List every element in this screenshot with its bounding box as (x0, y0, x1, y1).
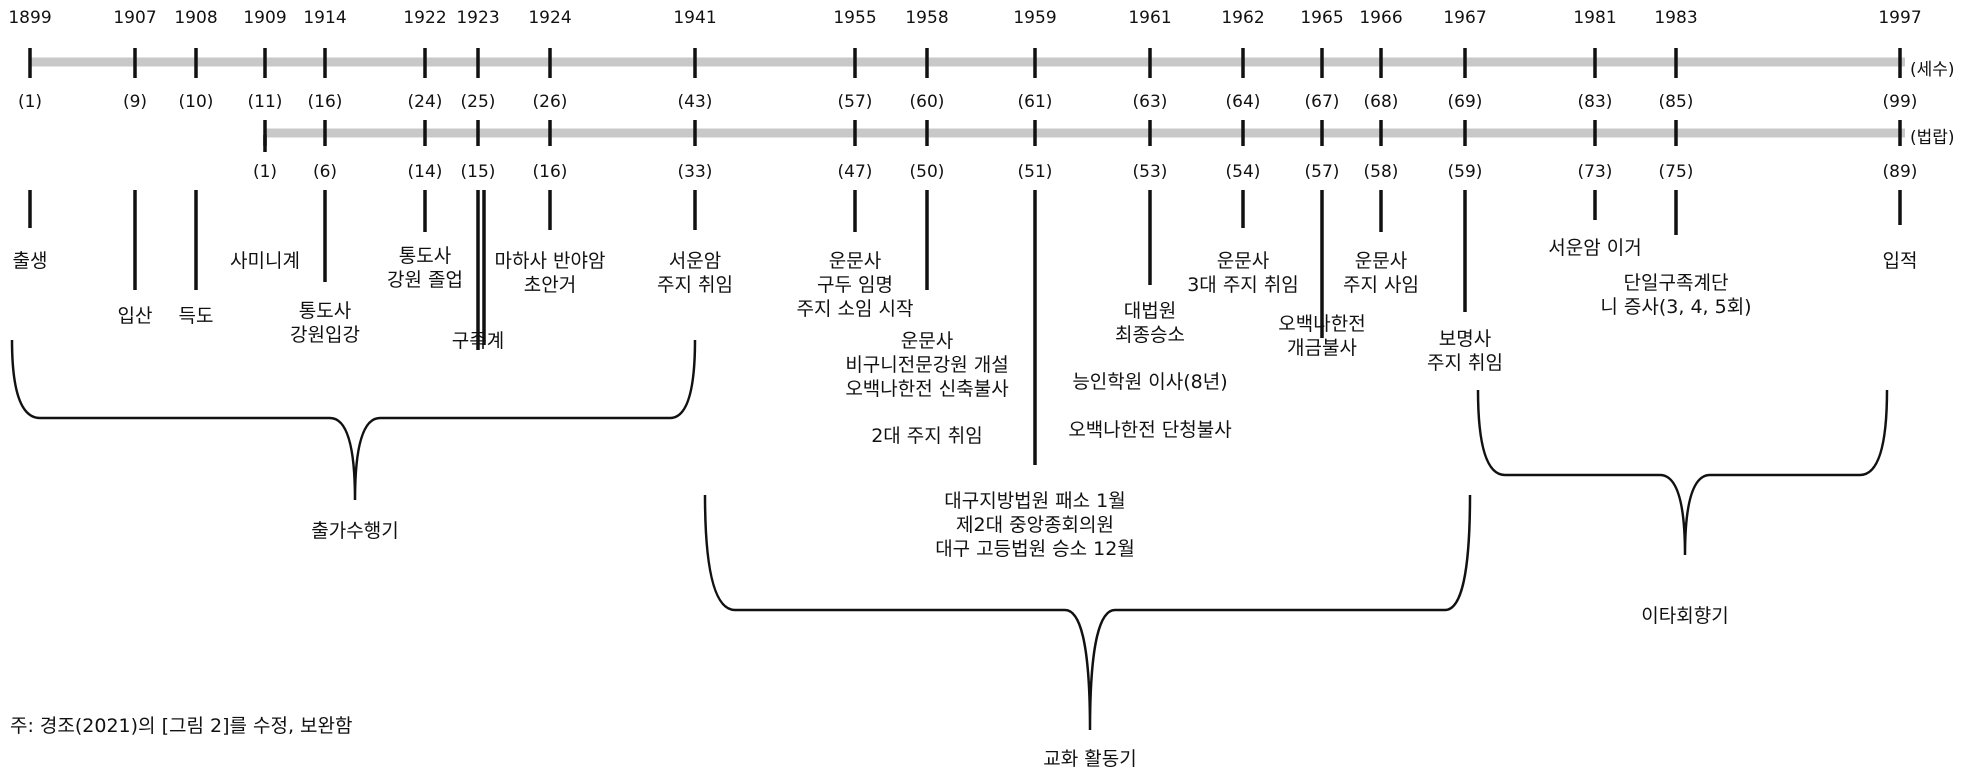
age-label: (60) (909, 92, 945, 112)
year-label: 1981 (1573, 8, 1617, 28)
dharma-label: (14) (407, 162, 443, 182)
dharma-label: (6) (312, 162, 338, 182)
event-label: 출생 (12, 250, 48, 272)
dharma-label: (1) (252, 162, 278, 182)
year-label: 1908 (174, 8, 218, 28)
dharma-label: (59) (1447, 162, 1483, 182)
event-label: 서운암 주지 취임 (657, 250, 733, 296)
age-label: (63) (1132, 92, 1168, 112)
dharma-label: (57) (1304, 162, 1340, 182)
year-label: 1997 (1878, 8, 1922, 28)
year-label: 1922 (403, 8, 447, 28)
event-label: 단일구족계단 니 증사(3, 4, 5회) (1600, 272, 1752, 318)
event-label: 대구지방법원 패소 1월 제2대 중앙종회의원 대구 고등법원 승소 12월 (935, 490, 1135, 560)
age-axis-label: (세수) (1910, 60, 1955, 80)
dharma-label: (50) (909, 162, 945, 182)
year-label: 1983 (1654, 8, 1698, 28)
dharma-label: (53) (1132, 162, 1168, 182)
year-label: 1962 (1221, 8, 1265, 28)
age-label: (83) (1577, 92, 1613, 112)
age-label: (69) (1447, 92, 1483, 112)
age-label: (68) (1363, 92, 1399, 112)
event-label: 오백나한전 개금불사 (1278, 313, 1366, 359)
age-label: (25) (460, 92, 496, 112)
age-label: (67) (1304, 92, 1340, 112)
year-label: 1965 (1300, 8, 1344, 28)
dharma-label: (15) (460, 162, 496, 182)
age-label: (9) (122, 92, 148, 112)
source-note: 주: 경조(2021)의 [그림 2]를 수정, 보완함 (10, 715, 353, 737)
year-label: 1955 (833, 8, 877, 28)
phase-label: 교화 활동기 (1043, 748, 1137, 770)
year-label: 1967 (1443, 8, 1487, 28)
dharma-label: (54) (1225, 162, 1261, 182)
event-label: 서운암 이거 (1548, 237, 1642, 259)
year-label: 1914 (303, 8, 347, 28)
dharma-label: (33) (677, 162, 713, 182)
dharma-label: (73) (1577, 162, 1613, 182)
age-label: (43) (677, 92, 713, 112)
dharma-label: (51) (1017, 162, 1053, 182)
age-label: (11) (247, 92, 283, 112)
brace-phase-3 (1476, 389, 1889, 556)
dharma-axis-label: (법랍) (1910, 128, 1955, 148)
event-label: 통도사 강원 졸업 (387, 245, 463, 291)
event-label: 운문사 비구니전문강원 개설 오백나한전 신축불사 2대 주지 취임 (845, 330, 1009, 447)
event-label: 득도 (178, 305, 214, 327)
age-label: (16) (307, 92, 343, 112)
dharma-label: (47) (837, 162, 873, 182)
event-label: 입산 (117, 305, 153, 327)
brace-phase-1 (10, 339, 697, 501)
event-label: 보명사 주지 취임 (1427, 328, 1503, 374)
year-label: 1907 (113, 8, 157, 28)
event-label: 입적 (1882, 250, 1918, 272)
event-label: 마하사 반야암 초안거 (494, 250, 606, 296)
dharma-label: (58) (1363, 162, 1399, 182)
dharma-label: (75) (1658, 162, 1694, 182)
year-label: 1924 (528, 8, 572, 28)
year-label: 1909 (243, 8, 287, 28)
brace-phase-2 (703, 494, 1472, 731)
year-label: 1959 (1013, 8, 1057, 28)
dharma-label: (16) (532, 162, 568, 182)
age-label: (26) (532, 92, 568, 112)
phase-label: 출가수행기 (311, 520, 399, 542)
age-label: (57) (837, 92, 873, 112)
age-label: (10) (178, 92, 214, 112)
age-label: (85) (1658, 92, 1694, 112)
event-label: 운문사 주지 사임 (1343, 250, 1419, 296)
age-label: (99) (1882, 92, 1918, 112)
phase-label: 이타회향기 (1641, 605, 1729, 627)
age-label: (64) (1225, 92, 1261, 112)
age-label: (24) (407, 92, 443, 112)
year-label: 1941 (673, 8, 717, 28)
event-label: 운문사 구두 임명 주지 소임 시작 (796, 250, 914, 320)
event-label: 통도사 강원입강 (290, 300, 360, 346)
event-label: 운문사 3대 주지 취임 (1187, 250, 1299, 296)
dharma-label: (89) (1882, 162, 1918, 182)
age-label: (1) (17, 92, 43, 112)
year-label: 1958 (905, 8, 949, 28)
year-label: 1961 (1128, 8, 1172, 28)
year-label: 1899 (8, 8, 52, 28)
event-label: 사미니계 (230, 250, 300, 272)
age-label: (61) (1017, 92, 1053, 112)
event-label: 대법원 최종승소 능인학원 이사(8년) 오백나한전 단청불사 (1068, 300, 1232, 441)
year-label: 1966 (1359, 8, 1403, 28)
event-label: 구족계 (451, 330, 505, 352)
year-label: 1923 (456, 8, 500, 28)
